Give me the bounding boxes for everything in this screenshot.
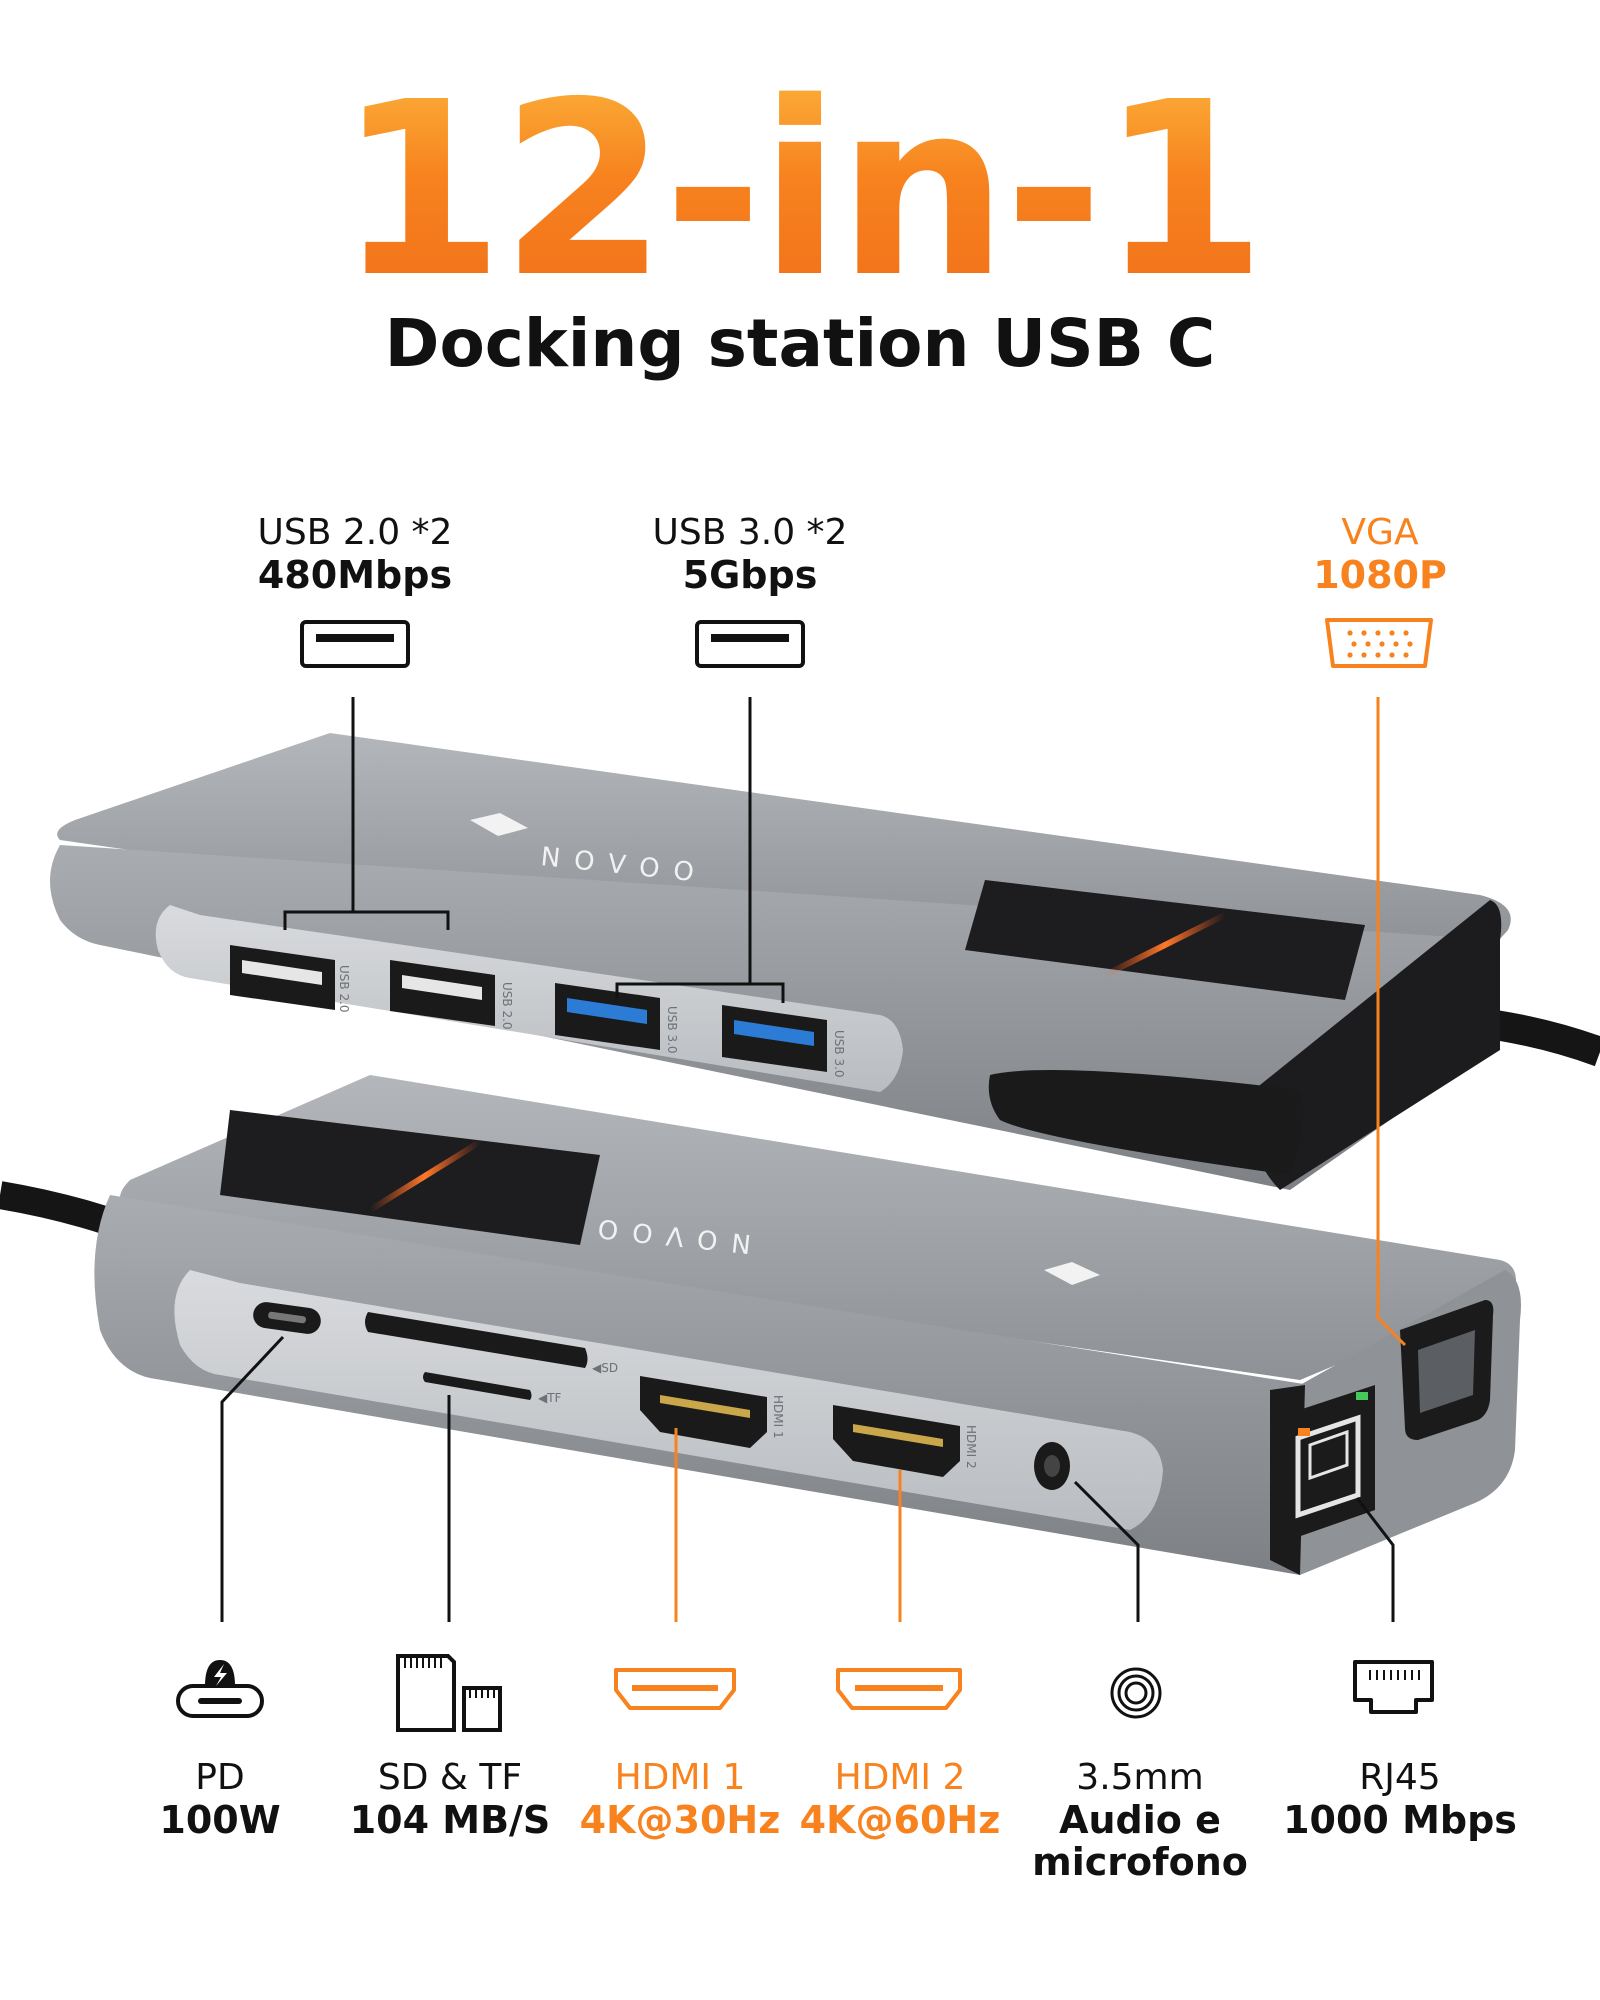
engraving-usb2: USB 2.0 (500, 982, 514, 1030)
label-pd: PD 100W (100, 1757, 340, 1841)
label-hdmi1: HDMI 1 4K@30Hz (560, 1757, 800, 1841)
audio-jack-icon (1110, 1667, 1162, 1719)
label-pd-name: PD (195, 1757, 245, 1798)
usb-a-icon (695, 620, 805, 668)
tf-slot (423, 1372, 532, 1400)
label-usb3-spec: 5Gbps (682, 553, 818, 597)
leader-lines-top (283, 697, 785, 1003)
headline: 12-in-1 (0, 70, 1600, 310)
label-audio-name: 3.5mm (1076, 1757, 1204, 1798)
label-usb3-name: USB 3.0 *2 (652, 512, 848, 553)
usb-c-port (253, 1302, 321, 1334)
label-usb2-spec: 480Mbps (257, 553, 453, 597)
engraving-tf: ◀TF (538, 1391, 562, 1405)
label-hdmi2-spec: 4K@60Hz (799, 1798, 1001, 1842)
usb2-port (230, 945, 335, 1010)
subtitle: Docking station USB C (384, 305, 1216, 382)
label-audio-spec: Audio e microfono (1032, 1798, 1248, 1884)
label-hdmi2: HDMI 2 4K@60Hz (780, 1757, 1020, 1841)
hub-device-top: NOVOO (50, 733, 1511, 1190)
label-vga-name: VGA (1341, 512, 1419, 553)
label-rj45-name: RJ45 (1359, 1757, 1441, 1798)
rj45-port (1275, 1385, 1375, 1545)
engraving-sd: ◀SD (592, 1361, 618, 1375)
audio-jack-port (1034, 1442, 1070, 1490)
hdmi2-port (833, 1405, 960, 1477)
label-vga-spec: 1080P (1313, 553, 1447, 597)
usb2-port (390, 960, 495, 1026)
label-sd-tf: SD & TF 104 MB/S (330, 1757, 570, 1841)
ethernet-icon (1353, 1660, 1434, 1714)
label-usb2: USB 2.0 *2 480Mbps (215, 512, 495, 596)
engraving-hdmi2: HDMI 2 (964, 1425, 978, 1469)
hdmi1-port (640, 1376, 767, 1448)
engraving-usb2: USB 2.0 (337, 965, 351, 1013)
hdmi-icon (836, 1668, 962, 1710)
label-usb3: USB 3.0 *2 5Gbps (610, 512, 890, 596)
sd-card-icon (396, 1654, 502, 1732)
vga-icon (1325, 618, 1433, 668)
novoo-logo (470, 813, 528, 836)
label-pd-spec: 100W (159, 1798, 281, 1842)
usb-c-power-icon (176, 1660, 264, 1718)
sd-slot (365, 1312, 588, 1368)
label-vga: VGA 1080P (1240, 512, 1520, 596)
usb-a-icon (300, 620, 410, 668)
label-hdmi1-spec: 4K@30Hz (579, 1798, 781, 1842)
leader-line-vga (1376, 697, 1407, 1347)
engraving-usb3: USB 3.0 (832, 1030, 846, 1078)
label-audio: 3.5mm Audio e microfono (1010, 1757, 1270, 1883)
novoo-logo (1044, 1262, 1100, 1285)
label-rj45-spec: 1000 Mbps (1283, 1798, 1517, 1842)
label-rj45: RJ45 1000 Mbps (1280, 1757, 1520, 1841)
label-hdmi1-name: HDMI 1 (614, 1757, 746, 1798)
usb3-port (722, 1005, 827, 1072)
leader-lines-bottom (220, 1335, 1395, 1622)
usb3-port (555, 983, 660, 1050)
label-hdmi2-name: HDMI 2 (834, 1757, 966, 1798)
label-sd-tf-spec: 104 MB/S (349, 1798, 551, 1842)
engraving-usb3: USB 3.0 (665, 1006, 679, 1054)
vga-port (1400, 1300, 1494, 1440)
engraving-hdmi1: HDMI 1 (771, 1395, 785, 1439)
hdmi-icon (614, 1668, 736, 1710)
label-usb2-name: USB 2.0 *2 (257, 512, 453, 553)
leader-lines-hdmi (674, 1428, 902, 1622)
label-sd-tf-name: SD & TF (377, 1757, 523, 1798)
hub-device-bottom: NOVOO (94, 1075, 1521, 1575)
